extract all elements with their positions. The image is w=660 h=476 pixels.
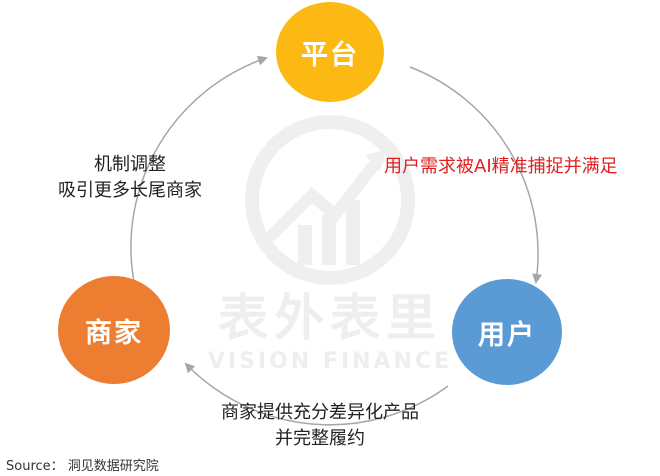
- label-merchant-to-platform-line1: 机制调整: [94, 154, 166, 175]
- watermark-en: VISION FINANCE: [208, 349, 452, 374]
- watermark-cn: 表外表里: [218, 289, 442, 347]
- arc-platform-to-user: [409, 66, 543, 284]
- label-user-to-merchant: 商家提供充分差异化产品 并完整履约: [200, 398, 440, 450]
- node-merchant-label: 商家: [85, 317, 143, 349]
- label-platform-to-user: 用户需求被AI精准捕捉并满足: [384, 156, 618, 177]
- node-platform-label: 平台: [301, 39, 359, 71]
- source-note: Source： 洞见数据研究院: [6, 459, 159, 474]
- node-user: 用户: [452, 279, 562, 385]
- node-merchant: 商家: [58, 276, 170, 384]
- arc-user-to-merchant: [184, 362, 449, 426]
- arc-merchant-to-platform: [130, 55, 268, 283]
- watermark-logo: [245, 115, 415, 285]
- label-user-to-merchant-line2: 并完整履约: [275, 428, 365, 449]
- label-merchant-to-platform-line2: 吸引更多长尾商家: [58, 180, 202, 201]
- node-platform: 平台: [276, 2, 384, 102]
- label-user-to-merchant-line1: 商家提供充分差异化产品: [221, 402, 419, 423]
- label-merchant-to-platform: 机制调整 吸引更多长尾商家: [50, 150, 210, 202]
- node-user-label: 用户: [478, 319, 536, 351]
